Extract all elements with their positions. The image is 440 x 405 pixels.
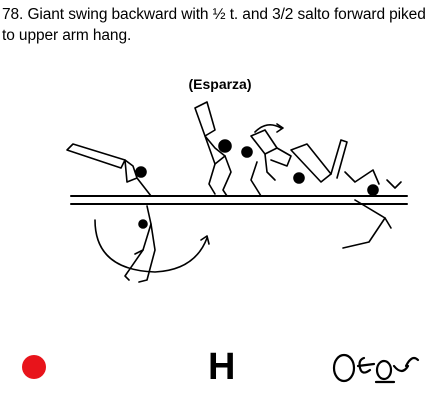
difficulty-value: H — [208, 346, 236, 388]
element-name: (Esparza) — [188, 76, 252, 92]
element-description: 78. Giant swing backward with ½ t. and 3… — [2, 6, 426, 44]
skill-illustration — [66, 101, 408, 283]
element-symbol — [332, 353, 420, 384]
rotation-arc — [94, 219, 208, 273]
status-dot — [22, 355, 46, 379]
